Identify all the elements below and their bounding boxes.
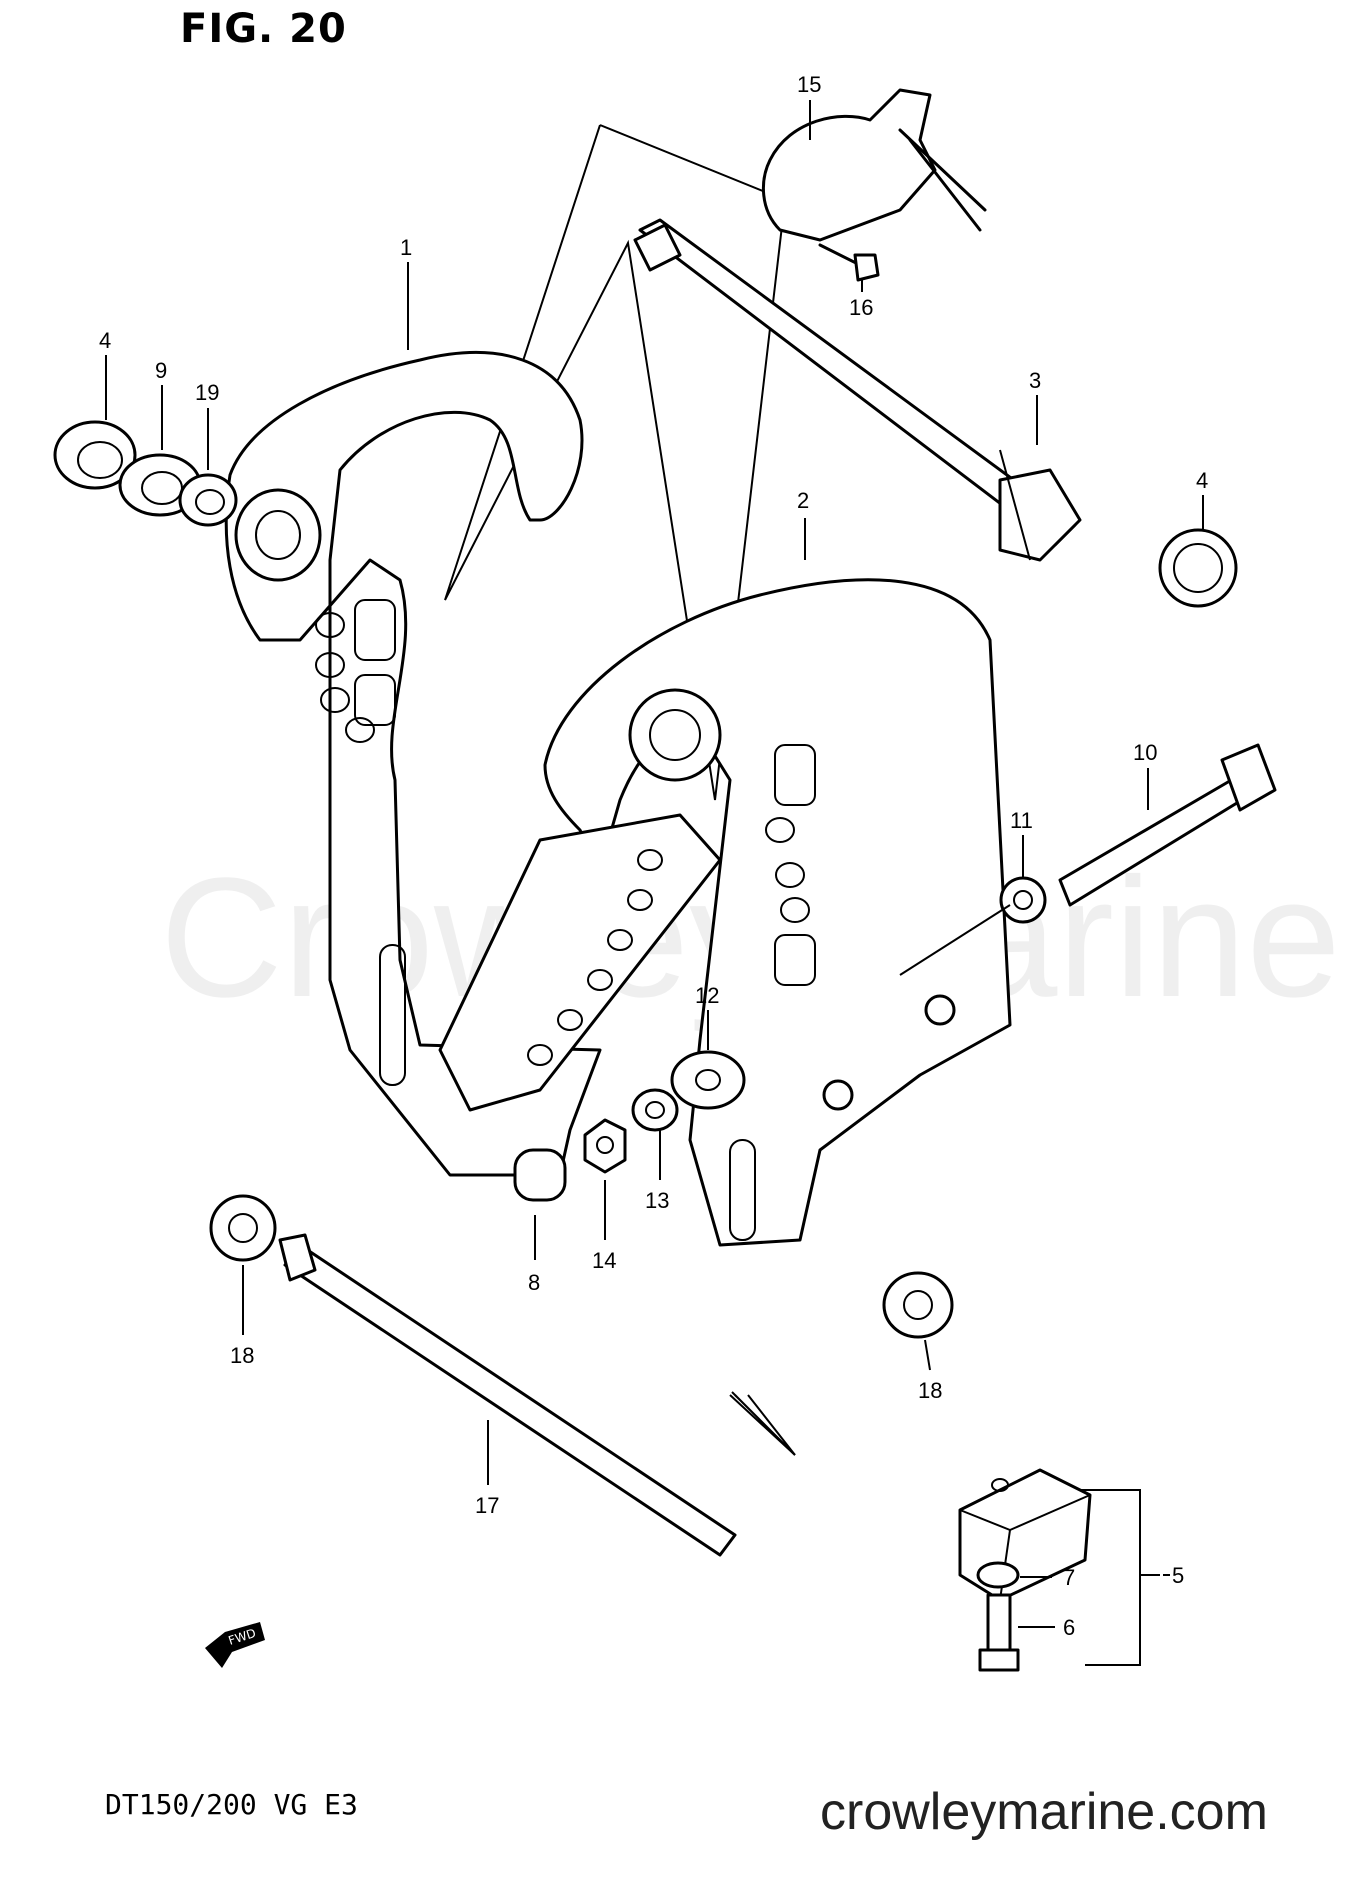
assembly-guide-upper	[444, 124, 787, 801]
callout-14: 14	[592, 1248, 616, 1273]
part-17-shaft	[278, 1233, 737, 1557]
callout-4-right: 4	[1196, 468, 1208, 493]
part-12-washer	[670, 1050, 746, 1110]
part-4-cap-right	[1158, 528, 1238, 608]
callout-13: 13	[645, 1188, 669, 1213]
model-code: DT150/200 VG E3	[105, 1788, 358, 1821]
callout-11: 11	[1010, 808, 1033, 833]
callout-8: 8	[528, 1270, 540, 1295]
leader-lines	[105, 100, 1204, 1628]
callout-5: 5	[1172, 1563, 1184, 1588]
callout-9: 9	[155, 358, 167, 383]
callout-2: 2	[797, 488, 809, 513]
part-19-washer	[178, 473, 238, 527]
callout-18-left: 18	[230, 1343, 254, 1368]
assembly-guide-bottom	[731, 1391, 796, 1456]
callout-4-left: 4	[99, 328, 111, 353]
callout-16: 16	[849, 295, 873, 320]
tilt-plate	[438, 813, 722, 1112]
part-10-bolt	[1058, 743, 1277, 907]
part-15-tilt-lock-lever	[761, 88, 987, 242]
part-18-nut-right	[882, 1271, 954, 1339]
callout-19: 19	[195, 380, 219, 405]
part-16-bolt	[818, 243, 880, 282]
callout-10: 10	[1133, 740, 1157, 765]
part-3-tilt-tube	[633, 218, 1082, 562]
fwd-arrow-icon: FWD	[205, 1622, 265, 1668]
callout-12: 12	[695, 983, 719, 1008]
part-7-washer	[976, 1561, 1020, 1589]
callout-3: 3	[1029, 368, 1041, 393]
part-13-washer	[631, 1088, 679, 1132]
callout-1: 1	[400, 235, 412, 260]
part-14-nut	[583, 1118, 627, 1174]
part-2-clamp-bracket-right	[543, 578, 1012, 1247]
part-5-group-bracket	[1080, 1489, 1141, 1666]
part-4-cap-left	[53, 420, 137, 490]
callout-15: 15	[797, 72, 821, 97]
part-1-clamp-bracket-left	[224, 351, 602, 1177]
callout-18-right: 18	[918, 1378, 942, 1403]
callout-7: 7	[1063, 1565, 1075, 1590]
site-url-text: crowleymarine.com	[820, 1783, 1268, 1841]
callout-6: 6	[1063, 1615, 1075, 1640]
part-18-nut-left	[209, 1194, 277, 1262]
callout-17: 17	[475, 1493, 499, 1518]
part-6-bolt	[978, 1593, 1020, 1672]
part-8-collar	[513, 1148, 567, 1202]
figure-title: FIG. 20	[180, 6, 347, 52]
